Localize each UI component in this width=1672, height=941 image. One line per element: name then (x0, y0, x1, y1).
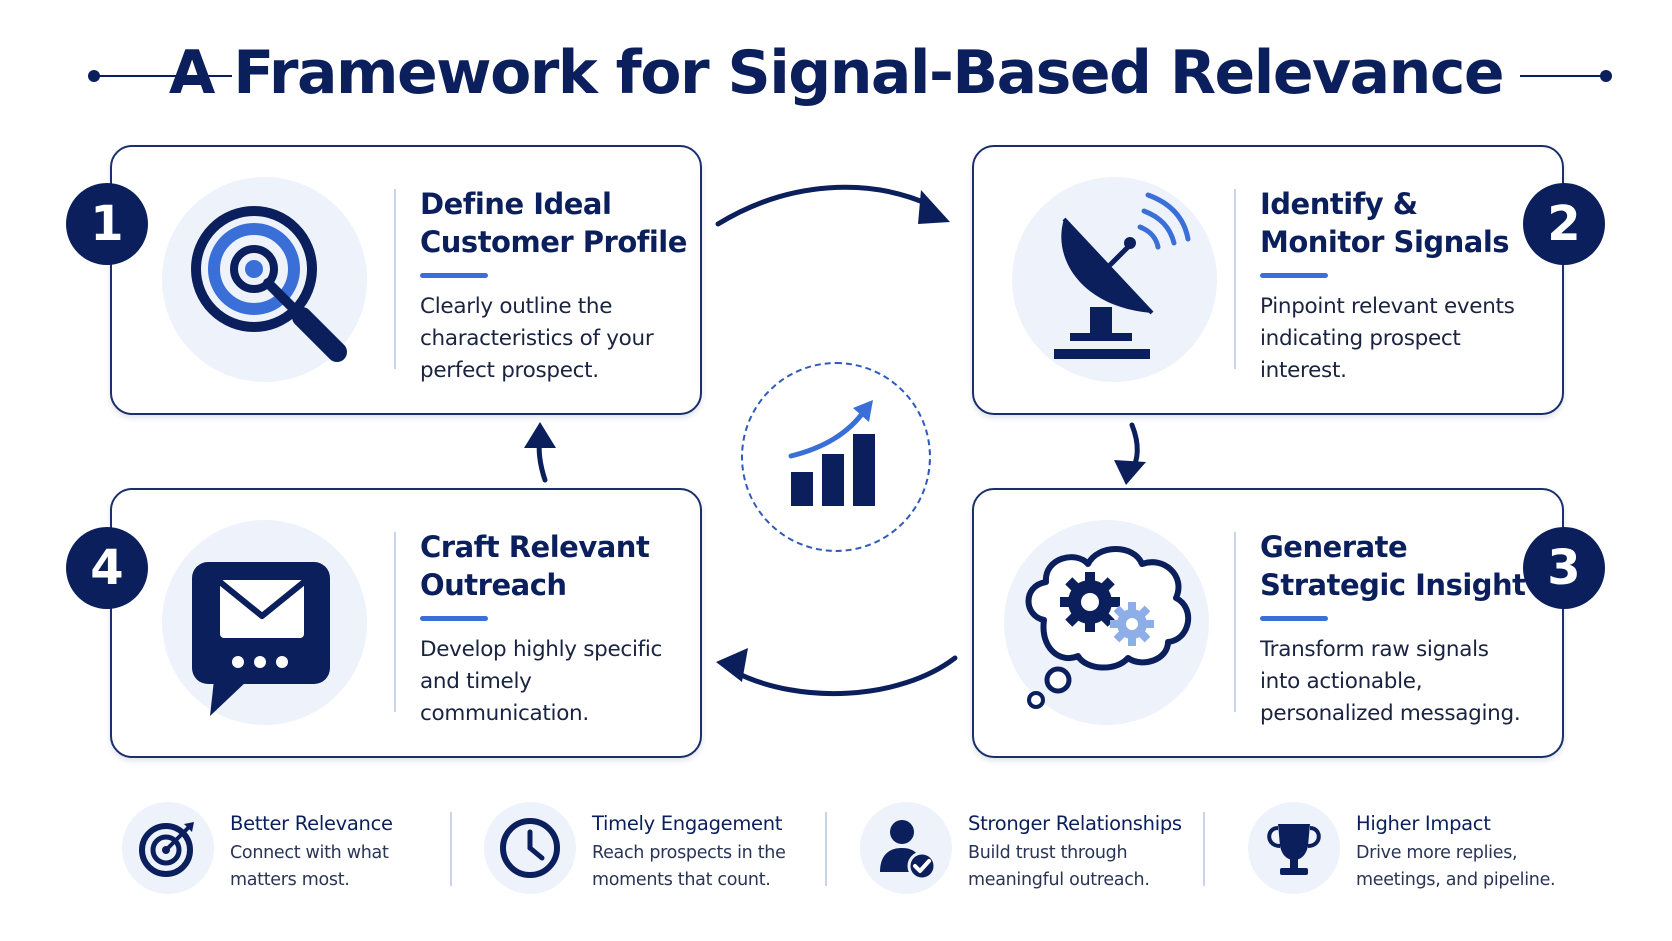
step-2-desc-line2: indicating prospect (1260, 326, 1461, 351)
arrowhead-2-to-3 (1114, 460, 1146, 485)
benefit-3-desc-line1: Build trust through (968, 843, 1128, 863)
step-card-2: Identify & Monitor Signals Pinpoint rele… (972, 145, 1564, 415)
trophy-icon (1267, 824, 1321, 875)
step-1-description: Clearly outline the characteristics of y… (420, 291, 685, 387)
step-4-desc-line2: and timely (420, 669, 532, 694)
step-3-heading: Generate Strategic Insight (1260, 528, 1530, 604)
benefit-4-icon-bg (1248, 802, 1340, 894)
arrowhead-3-to-4 (716, 648, 748, 682)
benefit-2-title: Timely Engagement (592, 812, 783, 835)
step-number-3: 3 (1523, 527, 1605, 609)
step-4-heading: Craft Relevant Outreach (420, 528, 690, 604)
step-1-desc-line1: Clearly outline the (420, 294, 613, 319)
benefit-4-description: Drive more replies, meetings, and pipeli… (1356, 840, 1616, 894)
clock-icon (500, 818, 560, 878)
step-4-desc-line1: Develop highly specific (420, 637, 663, 662)
benefit-1-desc-line1: Connect with what (230, 843, 389, 863)
benefit-2-icon-bg (484, 802, 576, 894)
title-right-line (1520, 75, 1606, 77)
step-4-description: Develop highly specific and timely commu… (420, 634, 685, 730)
step-card-3: Generate Strategic Insight Transform raw… (972, 488, 1564, 758)
step-number-1: 1 (66, 183, 148, 265)
benefit-2-description: Reach prospects in the moments that coun… (592, 840, 852, 894)
step-3-heading-line1: Generate (1260, 530, 1408, 564)
arrowhead-1-to-2 (918, 190, 950, 224)
step-2-desc-line1: Pinpoint relevant events (1260, 294, 1515, 319)
step-4-divider (394, 532, 396, 712)
title-row: A Framework for Signal-Based Relevance (0, 30, 1672, 120)
benefit-1-desc-line2: matters most. (230, 870, 350, 890)
step-3-desc-line2: into actionable, (1260, 669, 1423, 694)
benefit-3-description: Build trust through meaningful outreach. (968, 840, 1228, 894)
step-number-4: 4 (66, 527, 148, 609)
step-2-icon-bg (1012, 177, 1217, 382)
benefit-4-title: Higher Impact (1356, 812, 1491, 835)
step-1-divider (394, 189, 396, 369)
step-4-icon-bg (162, 520, 367, 725)
step-4-desc-line3: communication. (420, 701, 589, 726)
center-badge (741, 362, 931, 552)
step-3-desc-line3: personalized messaging. (1260, 701, 1521, 726)
step-1-accent-bar (420, 273, 488, 278)
benefit-1-title: Better Relevance (230, 812, 393, 835)
step-2-heading-line2: Monitor Signals (1260, 225, 1510, 259)
step-4-heading-line1: Craft Relevant (420, 530, 650, 564)
step-2-divider (1234, 189, 1236, 369)
step-1-heading: Define Ideal Customer Profile (420, 185, 690, 261)
step-4-heading-line2: Outreach (420, 568, 567, 602)
growth-chart-icon (788, 400, 875, 506)
step-4-accent-bar (420, 616, 488, 621)
benefit-4-desc-line1: Drive more replies, (1356, 843, 1518, 863)
step-2-desc-line3: interest. (1260, 358, 1347, 383)
arrow-1-to-2 (715, 184, 933, 227)
step-3-description: Transform raw signals into actionable, p… (1260, 634, 1525, 730)
benefit-2-desc-line1: Reach prospects in the (592, 843, 786, 863)
target-magnifier-icon (191, 206, 347, 362)
thought-gears-icon (1025, 546, 1192, 709)
step-3-icon-bg (1004, 520, 1209, 725)
step-3-desc-line1: Transform raw signals (1260, 637, 1489, 662)
step-card-4: Craft Relevant Outreach Develop highly s… (110, 488, 702, 758)
benefit-3-desc-line2: meaningful outreach. (968, 870, 1150, 890)
benefit-separator-3 (1203, 812, 1205, 886)
step-1-heading-line2: Customer Profile (420, 225, 687, 259)
user-check-icon (880, 820, 937, 881)
target-arrow-icon (139, 822, 194, 877)
title-right-dot (1600, 70, 1612, 82)
title-left-line (92, 75, 232, 77)
step-2-description: Pinpoint relevant events indicating pros… (1260, 291, 1525, 387)
step-2-accent-bar (1260, 273, 1328, 278)
benefit-2-desc-line2: moments that count. (592, 870, 771, 890)
step-1-desc-line3: perfect prospect. (420, 358, 599, 383)
step-card-1: Define Ideal Customer Profile Clearly ou… (110, 145, 702, 415)
benefit-3-icon-bg (860, 802, 952, 894)
step-1-desc-line2: characteristics of your (420, 326, 654, 351)
step-number-2: 2 (1523, 183, 1605, 265)
benefit-3-title: Stronger Relationships (968, 812, 1182, 835)
step-3-divider (1234, 532, 1236, 712)
benefit-4-desc-line2: meetings, and pipeline. (1356, 870, 1556, 890)
benefit-separator-1 (450, 812, 452, 886)
benefit-1-icon-bg (122, 802, 214, 894)
step-1-icon-bg (162, 177, 367, 382)
arrowhead-4-to-1 (524, 422, 556, 448)
step-2-heading: Identify & Monitor Signals (1260, 185, 1530, 261)
page-title: A Framework for Signal-Based Relevance (168, 38, 1505, 108)
benefit-separator-2 (825, 812, 827, 886)
satellite-dish-icon (1054, 192, 1191, 359)
step-3-heading-line2: Strategic Insight (1260, 568, 1526, 602)
step-1-heading-line1: Define Ideal (420, 187, 612, 221)
benefit-1-description: Connect with what matters most. (230, 840, 490, 894)
step-2-heading-line1: Identify & (1260, 187, 1418, 221)
envelope-chat-icon (192, 562, 330, 716)
step-3-accent-bar (1260, 616, 1328, 621)
arrow-3-to-4 (732, 655, 958, 697)
